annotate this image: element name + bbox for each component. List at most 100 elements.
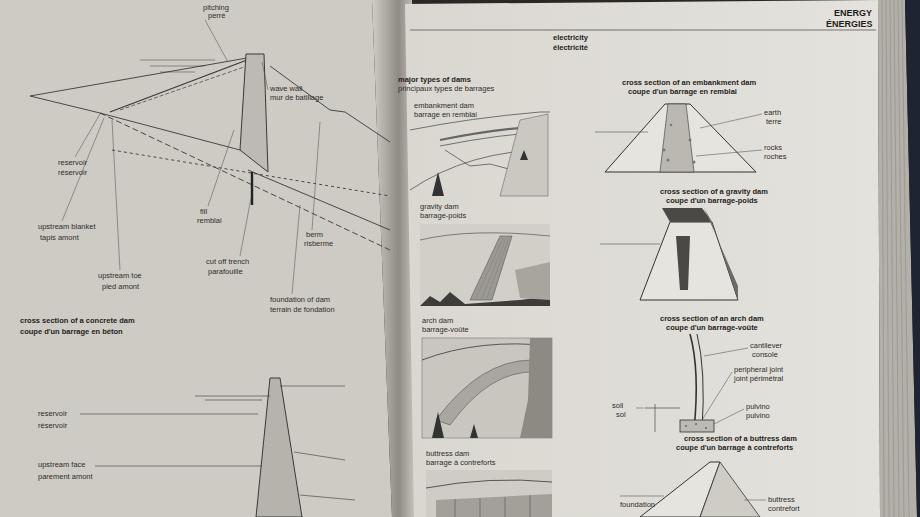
part-label: risberme <box>304 239 333 248</box>
part-label: buttress dam <box>426 449 469 458</box>
label-slot: ÉNERGIES <box>826 19 873 29</box>
label-slot: barrage-poids <box>420 211 466 220</box>
label-slot: major types of dams <box>398 75 471 84</box>
label-slot: peripheral joint <box>734 365 783 374</box>
label-slot: ENERGY <box>834 8 872 18</box>
part-label: barrage-poids <box>420 211 466 220</box>
label-slot: console <box>752 350 778 359</box>
label-slot: embankment dam <box>414 101 474 110</box>
label-slot: foundation <box>620 500 655 509</box>
label-slot: electricity <box>553 33 588 42</box>
label-slot: cross section of a buttress dam <box>684 434 797 443</box>
label-slot: foundation of dam <box>270 295 330 304</box>
part-label: réservoir <box>38 421 67 430</box>
label-slot: sol <box>616 410 626 419</box>
part-label: mur de batillage <box>270 93 323 102</box>
label-slot: coupe d'un barrage en béton <box>20 327 123 336</box>
part-label: coupe d'un barrage en remblai <box>628 87 737 96</box>
part-label: buttress <box>768 495 795 504</box>
part-label: barrage à contreforts <box>426 458 496 467</box>
label-slot: earth <box>764 108 781 117</box>
label-slot: réservoir <box>38 421 67 430</box>
label-slot: barrage en remblai <box>414 110 477 119</box>
part-label: électricité <box>553 43 588 52</box>
label-slot: parement amont <box>38 472 93 481</box>
part-label: roches <box>764 152 787 161</box>
label-slot: cross section of an embankment dam <box>622 78 756 87</box>
part-label: gravity dam <box>420 202 459 211</box>
label-slot: barrage à contreforts <box>426 458 496 467</box>
part-label: cross section of a concrete dam <box>20 316 135 325</box>
part-label: reservoir <box>58 158 87 167</box>
part-label: electricity <box>553 33 588 42</box>
label-slot: coupe d'un barrage en remblai <box>628 87 737 96</box>
part-label: terrain de fondation <box>270 305 335 314</box>
part-label: coupe d'un barrage en béton <box>20 327 123 336</box>
label-slot: cut off trench <box>206 257 249 266</box>
label-slot: upstream blanket <box>38 222 96 231</box>
label-slot: barrage-voûte <box>422 325 469 334</box>
part-label: barrage-voûte <box>422 325 469 334</box>
label-slot: mur de batillage <box>270 93 323 102</box>
label-slot: buttress dam <box>426 449 469 458</box>
label-slot: terrain de fondation <box>270 305 335 314</box>
label-slot: rocks <box>764 143 782 152</box>
part-label: peripheral joint <box>734 365 783 374</box>
label-slot: joint périmétral <box>734 374 783 383</box>
part-label: fill <box>200 207 207 216</box>
label-slot: électricité <box>553 43 588 52</box>
part-label: earth <box>764 108 781 117</box>
part-label: pitching <box>203 3 229 12</box>
part-label: terre <box>766 117 781 126</box>
label-slot: tapis amont <box>40 233 79 242</box>
part-label: wave wall <box>270 84 303 93</box>
part-label: cantilever <box>750 341 782 350</box>
part-label: rocks <box>764 143 782 152</box>
part-label: cut off trench <box>206 257 249 266</box>
label-slot: arch dam <box>422 316 453 325</box>
part-label: upstream face <box>38 460 86 469</box>
label-slot: roches <box>764 152 787 161</box>
label-slot: pitching <box>203 3 229 12</box>
part-label: foundation of dam <box>270 295 330 304</box>
part-label: parafouille <box>208 267 243 276</box>
label-slot: coupe d'un barrage-poids <box>666 196 758 205</box>
part-label: coupe d'un barrage-poids <box>666 196 758 205</box>
label-slot: coupe d'un barrage-voûte <box>666 323 758 332</box>
part-label: console <box>752 350 778 359</box>
label-slot: soil <box>612 401 623 410</box>
label-slot: upstream face <box>38 460 86 469</box>
part-label: sol <box>616 410 626 419</box>
label-slot: perré <box>208 11 226 20</box>
label-slot: cantilever <box>750 341 782 350</box>
label-slot: remblai <box>197 216 222 225</box>
part-label: pulvino <box>746 411 770 420</box>
label-slot: principaux types de barrages <box>398 84 494 93</box>
part-label: coupe d'un barrage-voûte <box>666 323 758 332</box>
label-slot: reservoir <box>38 409 67 418</box>
part-label: reservoir <box>38 409 67 418</box>
part-label: ENERGY <box>834 8 872 18</box>
part-label: pulvino <box>746 402 770 411</box>
part-label: major types of dams <box>398 75 471 84</box>
part-label: embankment dam <box>414 101 474 110</box>
part-label: coupe d'un barrage à contreforts <box>676 443 793 452</box>
label-slot: fill <box>200 207 207 216</box>
label-slot: wave wall <box>270 84 303 93</box>
part-label: réservoir <box>58 168 87 177</box>
part-label: ÉNERGIES <box>826 19 873 29</box>
label-slot: gravity dam <box>420 202 459 211</box>
label-slot: réservoir <box>58 168 87 177</box>
part-label: contrefort <box>768 504 800 513</box>
part-label: perré <box>208 11 226 20</box>
label-slot: reservoir <box>58 158 87 167</box>
label-slot: coupe d'un barrage à contreforts <box>676 443 793 452</box>
part-label: arch dam <box>422 316 453 325</box>
part-label: parement amont <box>38 472 93 481</box>
part-label: principaux types de barrages <box>398 84 494 93</box>
label-slot: cross section of a gravity dam <box>660 187 768 196</box>
part-label: foundation <box>620 500 655 509</box>
label-slot: terre <box>766 117 781 126</box>
label-slot: buttress <box>768 495 795 504</box>
